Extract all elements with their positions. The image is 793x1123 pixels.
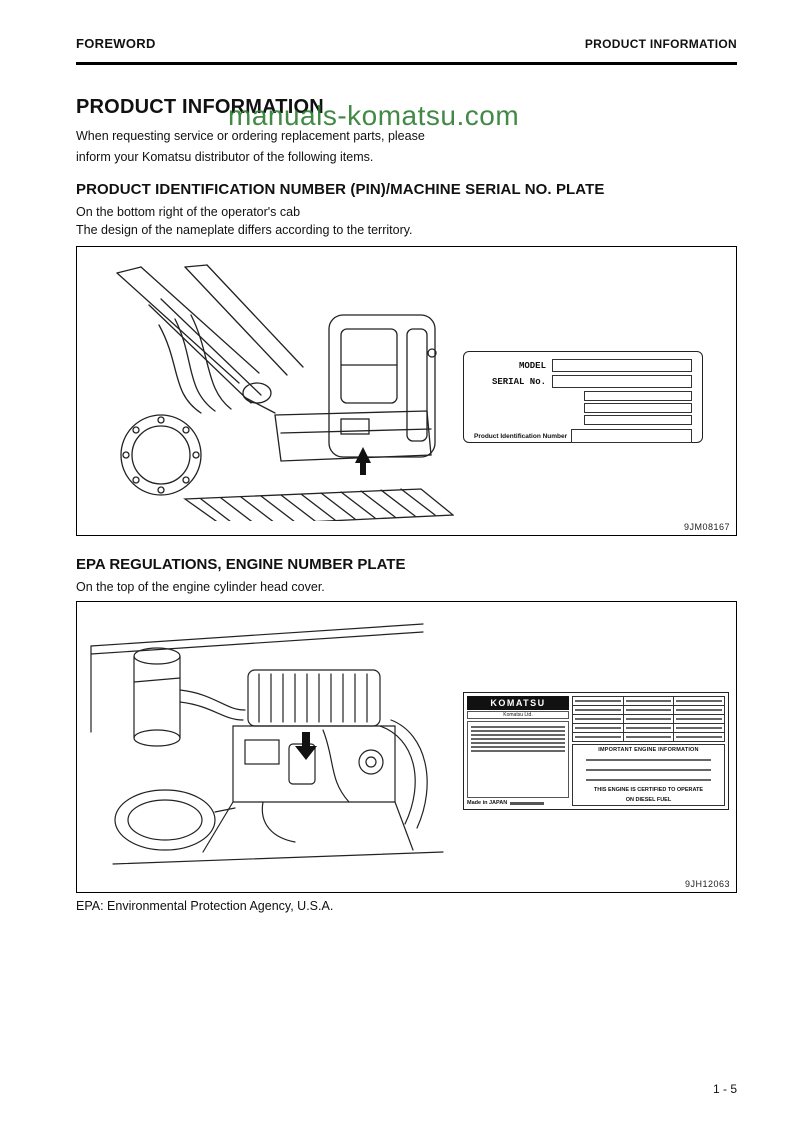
section2-body-line1: On the top of the engine cylinder head c… — [76, 580, 325, 594]
excavator-illustration — [116, 264, 454, 521]
engine-plate-maker: Komatsu Ltd. — [467, 711, 569, 719]
engine-plate-made-in: Made in JAPAN — [467, 800, 569, 806]
nameplate-model-label: MODEL — [518, 360, 546, 371]
figure-pin-plate: MODEL SERIAL No. Product Identification … — [76, 246, 737, 536]
illegible-text-line — [471, 726, 565, 728]
section1-body-line2: The design of the nameplate differs acco… — [76, 223, 413, 237]
important-engine-information-box: IMPORTANT ENGINE INFORMATION THIS ENGINE… — [572, 744, 725, 806]
engine-plate-location-arrow — [295, 732, 317, 760]
section-heading-pin-plate: PRODUCT IDENTIFICATION NUMBER (PIN)/MACH… — [76, 181, 605, 198]
pin-nameplate: MODEL SERIAL No. Product Identification … — [463, 351, 703, 443]
illegible-text-line — [471, 734, 565, 736]
figure-engine-plate: KOMATSU Komatsu Ltd. Made in JAPAN — [76, 601, 737, 893]
header-chapter-label: PRODUCT INFORMATION — [584, 37, 737, 51]
intro-text-line2: inform your Komatsu distributor of the f… — [76, 150, 374, 164]
illegible-serial-number — [510, 801, 545, 805]
engine-number-plate: KOMATSU Komatsu Ltd. Made in JAPAN — [463, 692, 729, 810]
figure2-id: 9JH12063 — [684, 879, 730, 889]
engine-plate-spec-table — [572, 696, 725, 742]
intro-text-line1: When requesting service or ordering repl… — [76, 129, 425, 143]
nameplate-serial-field — [552, 375, 692, 388]
nameplate-detail-field — [584, 403, 692, 413]
nameplate-pin-label: Product Identification Number — [474, 432, 568, 440]
nameplate-pin-field — [571, 429, 692, 443]
nameplate-detail-field — [584, 415, 692, 425]
illegible-text-line — [586, 769, 711, 771]
header-rule — [76, 62, 737, 65]
certified-line1: THIS ENGINE IS CERTIFIED TO OPERATE — [593, 787, 704, 793]
illegible-text-line — [586, 779, 711, 781]
page-header: FOREWORD PRODUCT INFORMATION — [76, 36, 737, 51]
engine-info-title: IMPORTANT ENGINE INFORMATION — [598, 747, 699, 753]
page-title: PRODUCT INFORMATION — [76, 96, 324, 118]
illegible-text-line — [586, 759, 711, 761]
page-number: 1 - 5 — [712, 1082, 737, 1096]
illegible-text-line — [471, 750, 565, 752]
header-section-label: FOREWORD — [76, 36, 156, 51]
engine-plate-right: IMPORTANT ENGINE INFORMATION THIS ENGINE… — [572, 696, 725, 806]
nameplate-serial-label: SERIAL No. — [491, 376, 546, 387]
section-heading-epa: EPA REGULATIONS, ENGINE NUMBER PLATE — [76, 556, 406, 573]
plate-location-arrow — [355, 447, 371, 475]
nameplate-detail-field — [584, 391, 692, 401]
nameplate-model-field — [552, 359, 692, 372]
illegible-text-line — [471, 742, 565, 744]
illegible-text-line — [471, 738, 565, 740]
section1-body-line1: On the bottom right of the operator's ca… — [76, 205, 301, 219]
komatsu-logo: KOMATSU — [467, 696, 569, 710]
nameplate-detail-fields — [584, 391, 692, 425]
engine-plate-warning-block — [467, 721, 569, 798]
epa-abbreviation-note: EPA: Environmental Protection Agency, U.… — [76, 899, 334, 913]
certified-line2: ON DIESEL FUEL — [625, 797, 672, 803]
figure1-id: 9JM08167 — [683, 522, 730, 532]
illegible-text-line — [471, 746, 565, 748]
engine-plate-left: KOMATSU Komatsu Ltd. Made in JAPAN — [467, 696, 569, 806]
engine-illustration — [90, 623, 444, 865]
illegible-text-line — [471, 730, 565, 732]
made-in-label: Made in JAPAN — [467, 800, 508, 806]
